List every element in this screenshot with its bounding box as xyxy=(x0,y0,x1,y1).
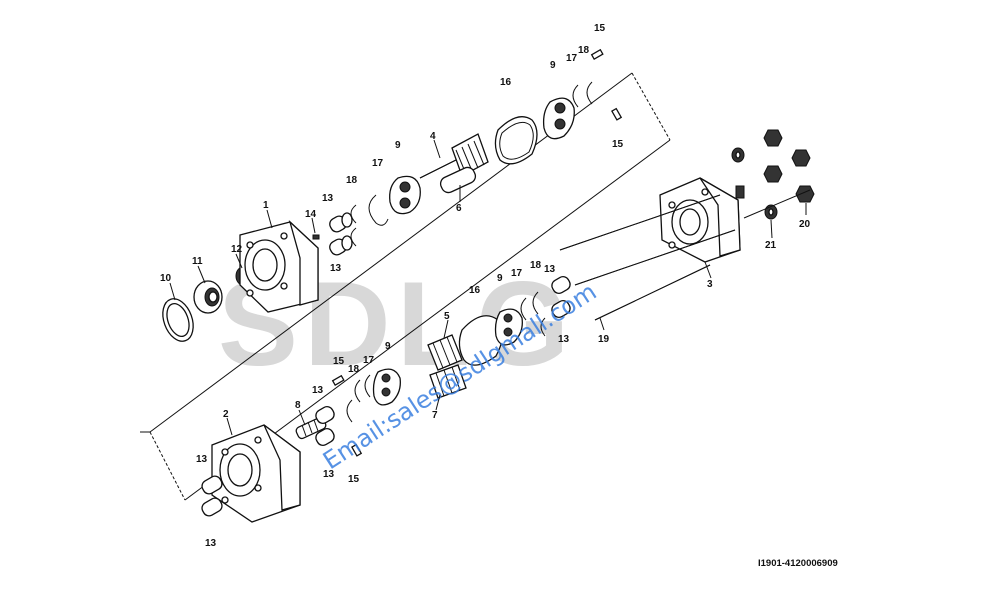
callout-9-upper-left: 9 xyxy=(395,140,401,151)
callout-10: 10 xyxy=(160,273,172,284)
callout-13-middle-bottom: 13 xyxy=(558,334,570,345)
callout-13-housing-bottom: 13 xyxy=(205,538,217,549)
callout-9-middle: 9 xyxy=(497,273,503,284)
leader-lines xyxy=(169,139,807,436)
callout-20: 20 xyxy=(799,219,811,230)
callout-4: 4 xyxy=(430,131,436,142)
seal-rings-17-18-lower xyxy=(346,374,371,423)
seal-rings-17-18-upper-left xyxy=(350,194,389,247)
seal-rings-17-18-upper-right xyxy=(572,81,593,108)
callout-15-top: 15 xyxy=(594,23,606,34)
callout-18-upper-right: 18 xyxy=(578,45,590,56)
gear-shaft-4 xyxy=(419,133,489,179)
washers-21 xyxy=(731,147,811,220)
callout-7: 7 xyxy=(432,410,438,421)
wear-plate-9-lower xyxy=(372,368,401,406)
callout-15-lower-top: 15 xyxy=(333,356,345,367)
seal-rings-17-18-middle xyxy=(520,291,546,337)
pins-15-upper xyxy=(590,48,623,121)
rear-cover-3 xyxy=(659,177,745,263)
long-bolts-19 xyxy=(559,194,736,321)
callout-17-lower: 17 xyxy=(363,355,375,366)
callout-13-lower-top: 13 xyxy=(312,385,324,396)
bushings-13-lower xyxy=(315,405,335,447)
callout-16-upper: 16 xyxy=(500,77,512,88)
callout-17-upper-left: 17 xyxy=(372,158,384,169)
callout-18-lower: 18 xyxy=(348,364,360,375)
callout-13-housing-top: 13 xyxy=(196,454,208,465)
callout-14: 14 xyxy=(305,209,317,220)
bushings-13-middle xyxy=(551,275,571,319)
callout-9-lower: 9 xyxy=(385,341,391,352)
callout-15-lower-bottom: 15 xyxy=(348,474,360,485)
callout-3: 3 xyxy=(707,279,713,290)
callout-2: 2 xyxy=(223,409,229,420)
callout-5: 5 xyxy=(444,311,450,322)
callout-15-upper: 15 xyxy=(612,139,624,150)
callout-12: 12 xyxy=(231,244,243,255)
callout-labels: 1 2 3 4 5 6 7 8 9 9 9 9 10 11 12 13 13 1… xyxy=(160,23,811,549)
callout-17-middle: 17 xyxy=(511,268,523,279)
gear-7 xyxy=(429,364,467,399)
seal-16-lower xyxy=(458,315,504,366)
bushings-13-upper xyxy=(329,212,353,256)
callout-8: 8 xyxy=(295,400,301,411)
bearing-11 xyxy=(193,280,223,314)
callout-17-upper-right: 17 xyxy=(566,53,578,64)
wear-plate-9-middle xyxy=(494,308,523,346)
pins-15-lower xyxy=(331,374,363,457)
callout-1: 1 xyxy=(263,200,269,211)
gear-5 xyxy=(427,334,463,371)
front-cover-1 xyxy=(239,219,319,313)
callout-13-upper-bottom: 13 xyxy=(330,263,342,274)
callout-13-middle-top: 13 xyxy=(544,264,556,275)
retaining-ring-10 xyxy=(162,298,194,342)
callout-18-middle: 18 xyxy=(530,260,542,271)
gear-6 xyxy=(439,166,477,194)
callout-9-upper-right: 9 xyxy=(550,60,556,71)
wear-plate-9-upper-right xyxy=(542,97,575,140)
callout-13-lower-bottom: 13 xyxy=(323,469,335,480)
drawing-reference: I1901-4120006909 xyxy=(758,558,838,569)
callout-19: 19 xyxy=(598,334,610,345)
callout-18-upper-left: 18 xyxy=(346,175,358,186)
callout-13-upper-top: 13 xyxy=(322,193,334,204)
callout-11: 11 xyxy=(192,256,203,267)
callout-16-lower: 16 xyxy=(469,285,481,296)
bushings-13-housing-2 xyxy=(201,475,223,517)
callout-6: 6 xyxy=(456,203,462,214)
wear-plate-9-upper-left xyxy=(389,175,421,215)
callout-21: 21 xyxy=(765,240,777,251)
housing-2 xyxy=(211,424,301,523)
pin-14 xyxy=(312,234,320,240)
seal-16-upper xyxy=(494,116,538,165)
